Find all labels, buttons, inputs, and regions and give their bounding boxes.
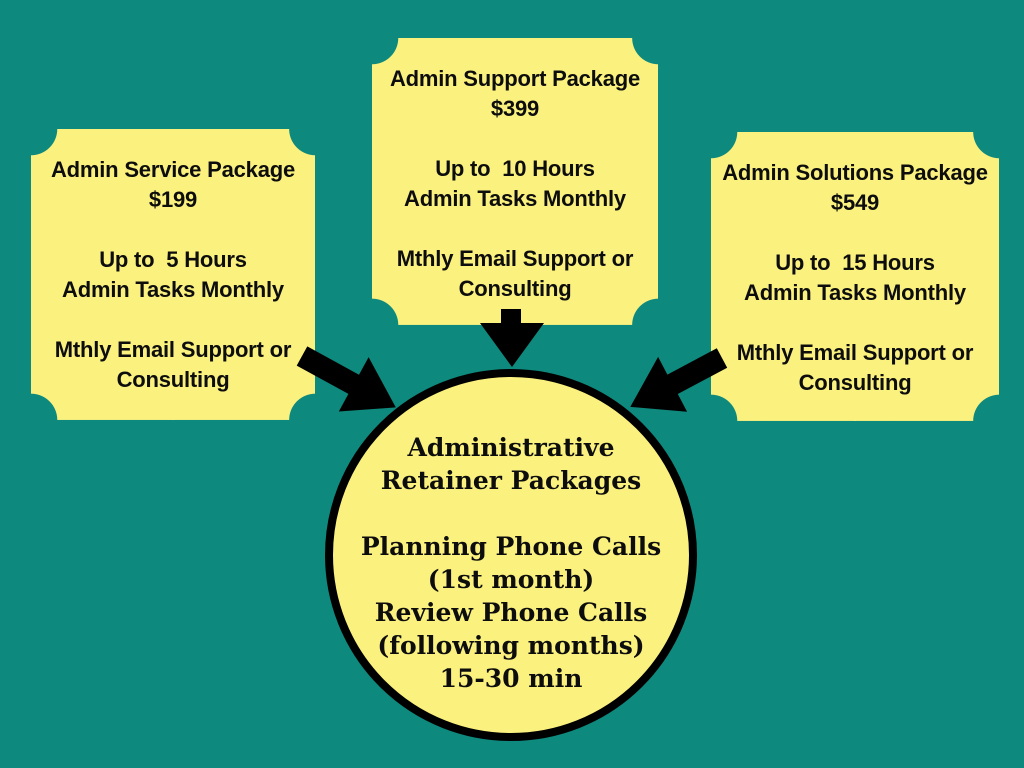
package-support-line2: Consulting [798, 370, 912, 395]
package-card-solutions: Admin Solutions Package $549 Up to 15 Ho… [711, 132, 999, 421]
package-tasks: Admin Tasks Monthly [62, 277, 284, 302]
package-hours-group: Up to 10 Hours Admin Tasks Monthly [372, 154, 658, 214]
package-support-line1: Mthly Email Support or [54, 337, 292, 362]
circle-heading-line1: Administrative [407, 433, 615, 462]
package-header: Admin Service Package $199 [31, 155, 315, 215]
package-hours-group: Up to 5 Hours Admin Tasks Monthly [31, 245, 315, 305]
package-hours-group: Up to 15 Hours Admin Tasks Monthly [711, 248, 999, 308]
package-support-line1: Mthly Email Support or [396, 246, 634, 271]
retainer-circle: Administrative Retainer Packages Plannin… [325, 369, 697, 741]
package-support-group: Mthly Email Support or Consulting [372, 244, 658, 304]
package-title: Admin Support Package [389, 66, 641, 91]
package-title: Admin Solutions Package [722, 160, 988, 185]
package-price: $199 [148, 187, 198, 212]
package-header: Admin Support Package $399 [372, 64, 658, 124]
package-support-line2: Consulting [116, 367, 230, 392]
circle-details: Planning Phone Calls (1st month) Review … [333, 530, 689, 695]
circle-detail-line1: Planning Phone Calls [360, 532, 662, 561]
package-title: Admin Service Package [50, 157, 296, 182]
circle-detail-line5: 15-30 min [439, 664, 583, 693]
package-card-support: Admin Support Package $399 Up to 10 Hour… [372, 38, 658, 325]
package-card-service: Admin Service Package $199 Up to 5 Hours… [31, 129, 315, 420]
package-hours: Up to 10 Hours [435, 156, 595, 181]
circle-detail-line4: (following months) [377, 631, 645, 660]
package-tasks: Admin Tasks Monthly [404, 186, 626, 211]
package-tasks: Admin Tasks Monthly [744, 280, 966, 305]
circle-detail-line3: Review Phone Calls [374, 598, 648, 627]
circle-detail-line2: (1st month) [427, 565, 595, 594]
package-support-group: Mthly Email Support or Consulting [711, 338, 999, 398]
package-hours: Up to 15 Hours [775, 250, 935, 275]
package-hours: Up to 5 Hours [99, 247, 247, 272]
package-price: $399 [490, 96, 540, 121]
package-support-line1: Mthly Email Support or [736, 340, 974, 365]
package-header: Admin Solutions Package $549 [711, 158, 999, 218]
package-price: $549 [830, 190, 880, 215]
package-support-group: Mthly Email Support or Consulting [31, 335, 315, 395]
package-support-line2: Consulting [458, 276, 572, 301]
circle-heading-line2: Retainer Packages [380, 466, 642, 495]
circle-heading: Administrative Retainer Packages [333, 431, 689, 497]
